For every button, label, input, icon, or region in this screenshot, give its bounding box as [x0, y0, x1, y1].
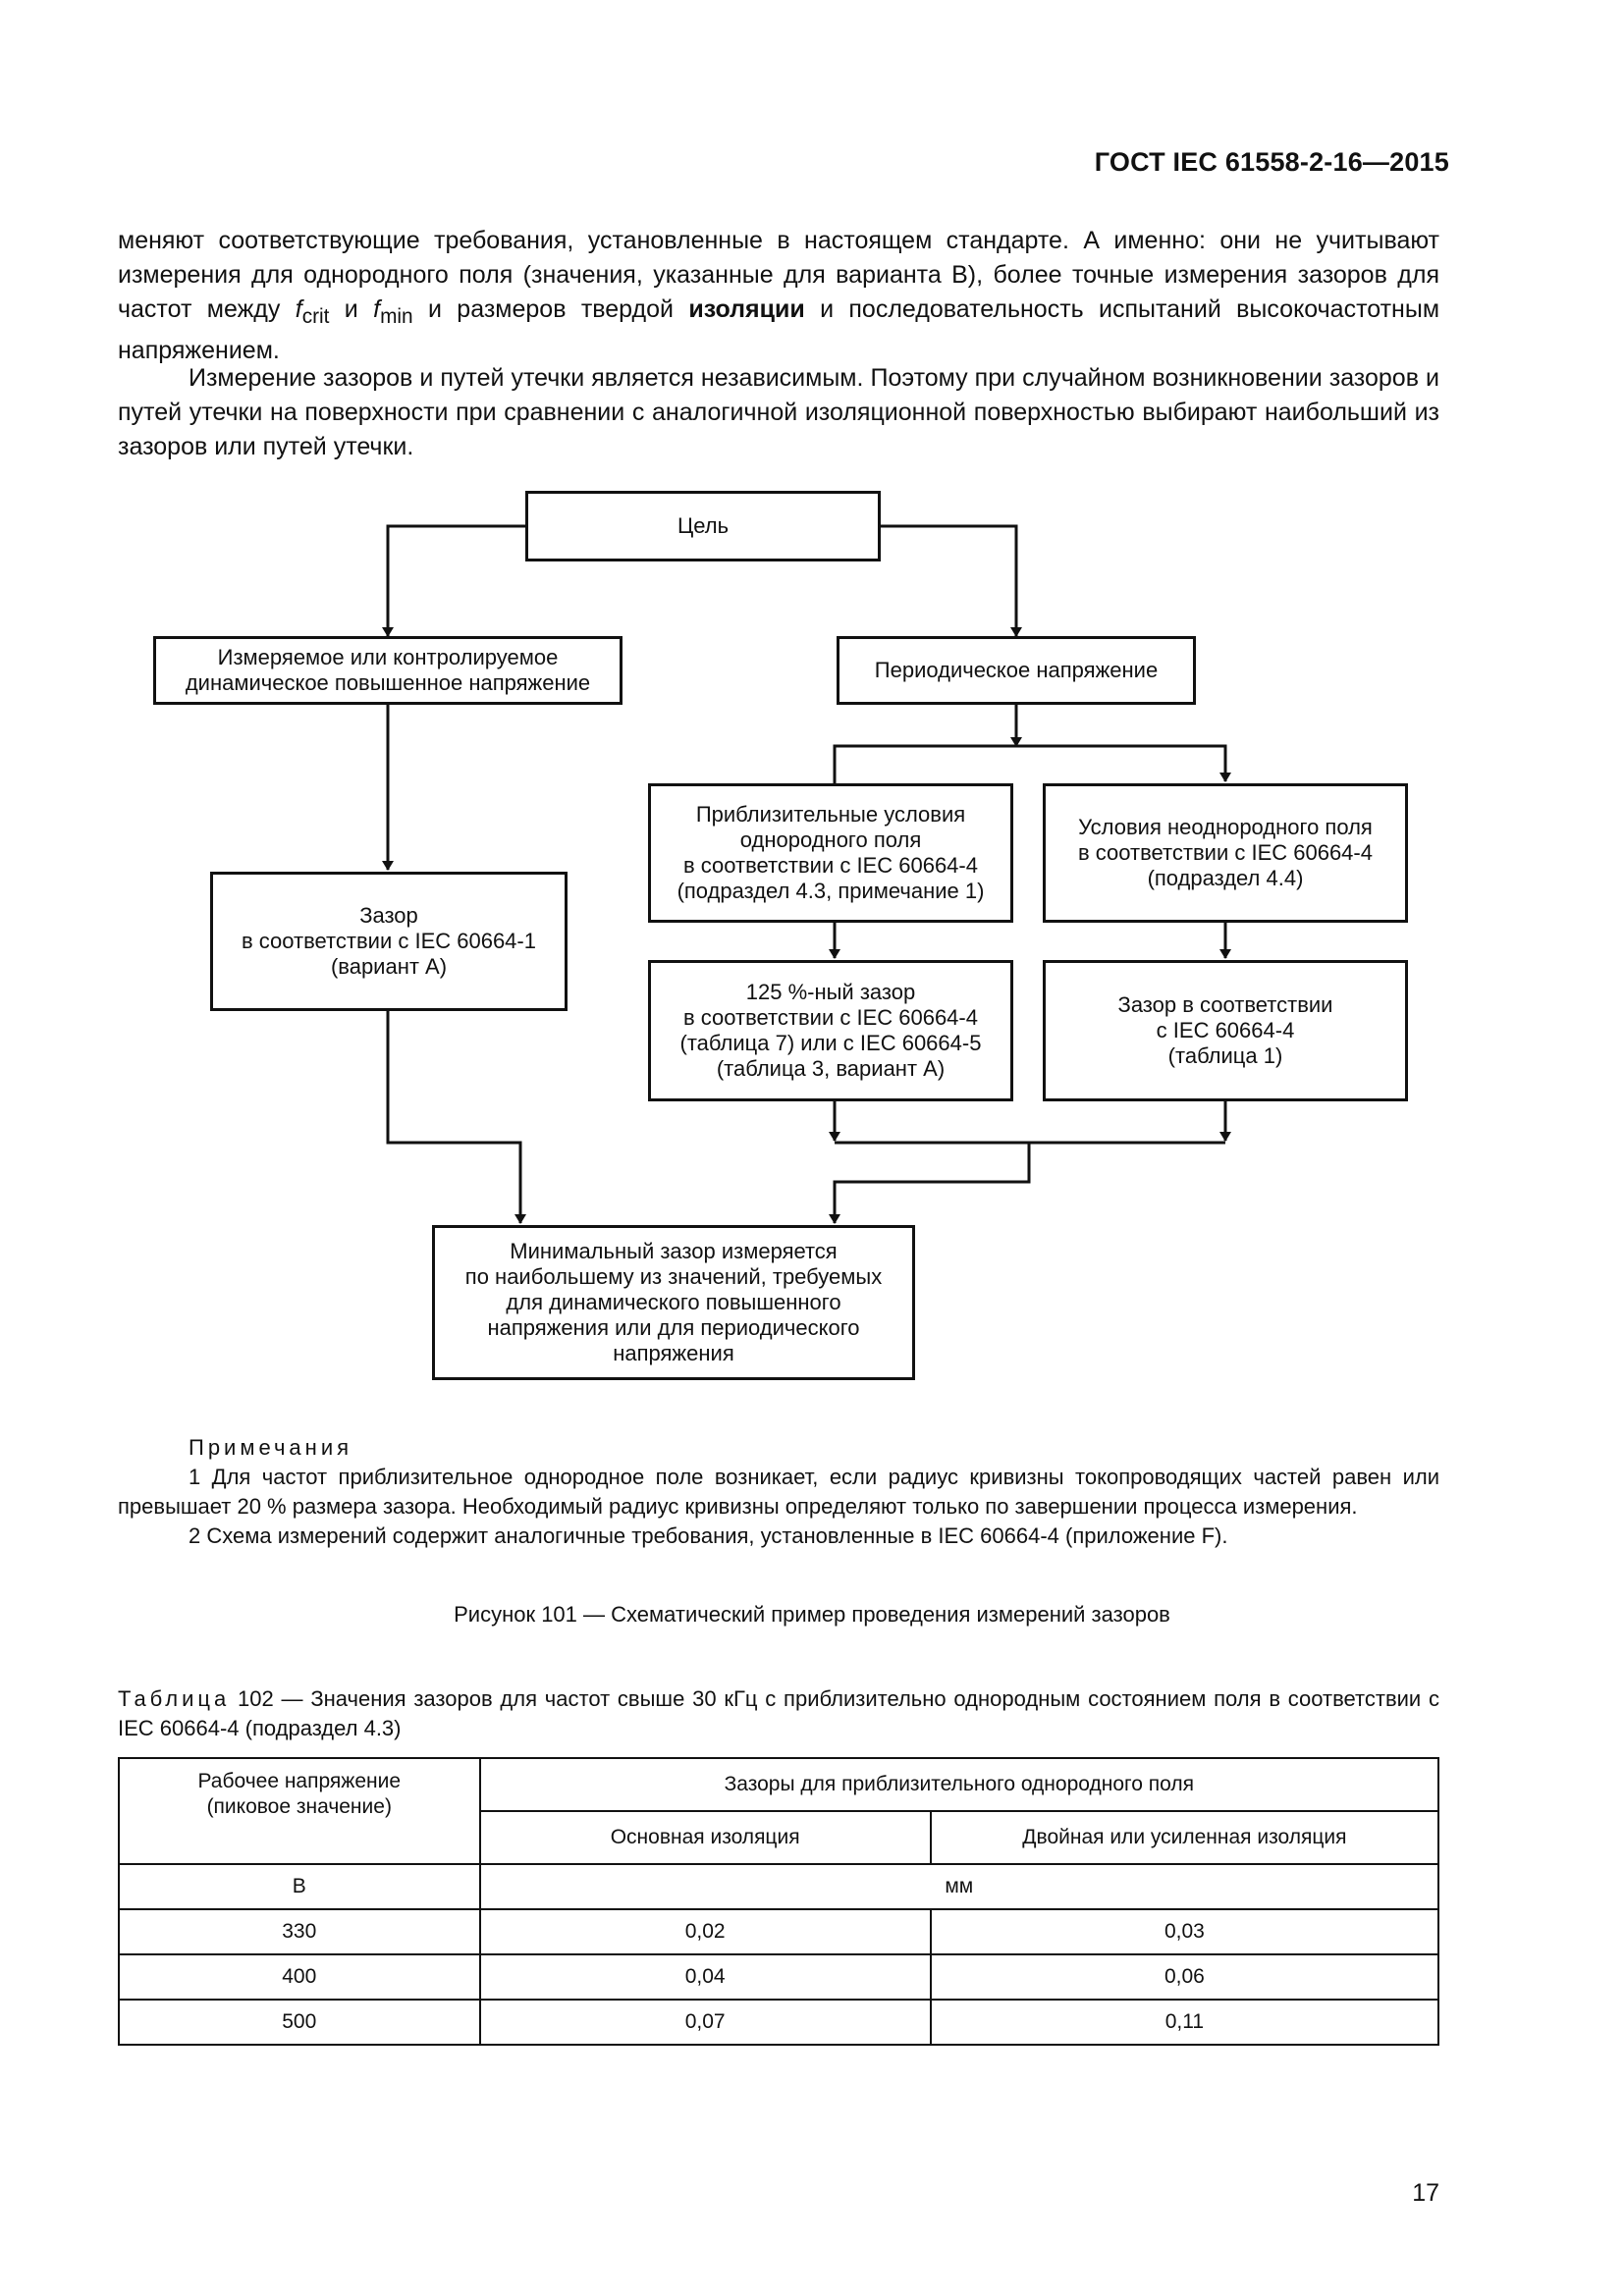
- inhomogeneous-box: Условия неоднородного поля в соответстви…: [1043, 783, 1408, 923]
- cell-voltage: 400: [118, 1953, 481, 2001]
- approx-homogeneous-box: Приблизительные условия однородного поля…: [648, 783, 1013, 923]
- clearance-a-box: Зазор в соответствии с IEC 60664-1 (вари…: [210, 872, 568, 1011]
- notes-title: Примечания: [189, 1435, 353, 1460]
- table-row: 330 0,02 0,03: [118, 1908, 1440, 1955]
- clearance-table: Рабочее напряжение (пиковое значение) За…: [118, 1757, 1440, 2046]
- cell-basic: 0,07: [478, 1999, 932, 2046]
- col-group-header: Зазоры для приблизительного однородного …: [478, 1757, 1440, 1812]
- unit-clearance: мм: [478, 1863, 1440, 1910]
- notes: Примечания 1 Для частот приблизительное …: [118, 1433, 1439, 1551]
- table-row: 400 0,04 0,06: [118, 1953, 1440, 2001]
- table-row: 500 0,07 0,11: [118, 1999, 1440, 2046]
- cell-voltage: 500: [118, 1999, 481, 2046]
- cell-basic: 0,02: [478, 1908, 932, 1955]
- col-header-basic: Основная изоляция: [478, 1810, 932, 1865]
- col-header-double: Двойная или усиленная изоляция: [929, 1810, 1440, 1865]
- flowchart-connectors: [382, 524, 1231, 1224]
- cell-double: 0,03: [929, 1908, 1440, 1955]
- dynamic-voltage-box: Измеряемое или контролируемое динамическ…: [153, 636, 623, 705]
- table-title: Таблица 102 — Значения зазоров для часто…: [118, 1686, 1439, 1740]
- col-header-voltage: Рабочее напряжение (пиковое значение): [118, 1757, 481, 1865]
- minimum-clearance-box: Минимальный зазор измеряется по наибольш…: [432, 1225, 915, 1380]
- cell-basic: 0,04: [478, 1953, 932, 2001]
- note-2: 2 Схема измерений содержит аналогичные т…: [189, 1523, 1228, 1548]
- figure-caption: Рисунок 101 — Схематический пример прове…: [454, 1602, 1170, 1627]
- cell-double: 0,11: [929, 1999, 1440, 2046]
- periodic-voltage-box: Периодическое напряжение: [837, 636, 1196, 705]
- goal-box: Цель: [525, 491, 881, 561]
- page-number: 17: [1412, 2179, 1439, 2207]
- unit-voltage: В: [118, 1863, 481, 1910]
- document-code: ГОСТ IEC 61558-2-16—2015: [1094, 147, 1449, 177]
- clearance-table1-box: Зазор в соответствии с IEC 60664-4 (табл…: [1043, 960, 1408, 1101]
- cell-double: 0,06: [929, 1953, 1440, 2001]
- paragraph-1: меняют соответствующие требования, устан…: [118, 227, 1440, 364]
- paragraph-2: Измерение зазоров и путей утечки являетс…: [118, 364, 1439, 460]
- note-1: 1 Для частот приблизительное однородное …: [118, 1465, 1439, 1519]
- clearance-125-box: 125 %-ный зазор в соответствии с IEC 606…: [648, 960, 1013, 1101]
- cell-voltage: 330: [118, 1908, 481, 1955]
